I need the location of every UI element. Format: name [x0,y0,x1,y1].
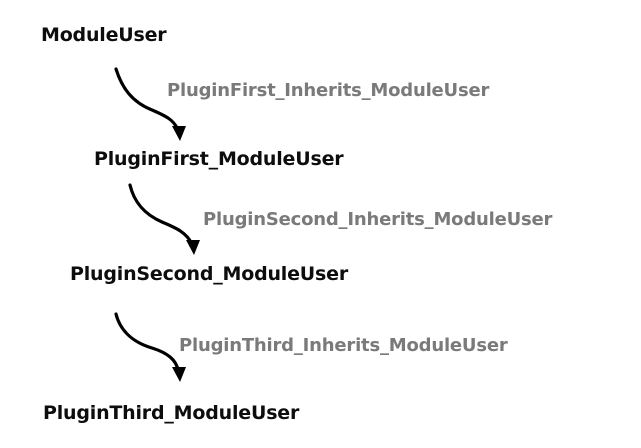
node-plugin-second: PluginSecond_ModuleUser [70,263,348,285]
edge-label-second-inherits: PluginSecond_Inherits_ModuleUser [203,209,553,230]
node-module-user: ModuleUser [41,24,167,46]
inheritance-arrow-1 [114,67,186,141]
edge-label-third-inherits: PluginThird_Inherits_ModuleUser [179,335,508,356]
node-plugin-first: PluginFirst_ModuleUser [94,148,344,170]
inheritance-arrow-3 [114,312,186,382]
node-plugin-third: PluginThird_ModuleUser [43,402,300,424]
inheritance-arrow-2 [128,183,200,255]
edge-label-first-inherits: PluginFirst_Inherits_ModuleUser [167,80,490,101]
